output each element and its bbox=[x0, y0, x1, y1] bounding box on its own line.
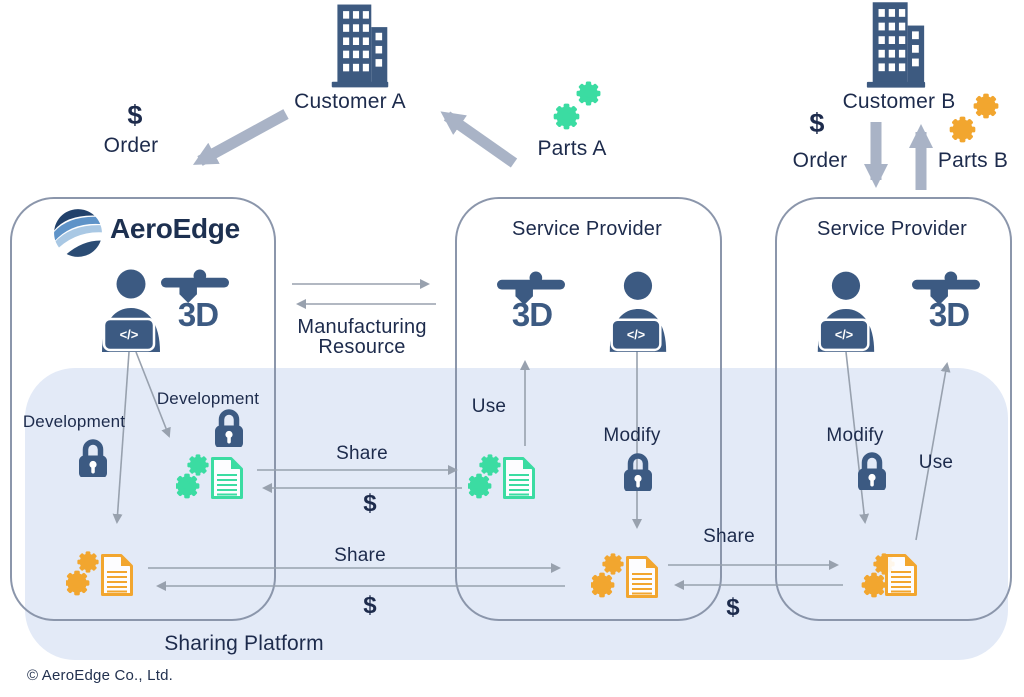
code-glyph: </> bbox=[627, 328, 645, 342]
development-right-label: Development bbox=[156, 389, 260, 408]
manufacturing-resource-label-1: Manufacturing bbox=[297, 316, 427, 338]
orange-design-doc-icon bbox=[591, 553, 658, 598]
parts-a-label: Parts A bbox=[537, 137, 607, 160]
lock-icon bbox=[76, 436, 108, 477]
aeroedge-brand: AeroEdge bbox=[110, 213, 240, 244]
modify-center-label: Modify bbox=[603, 425, 661, 446]
developer-person-icon: </> bbox=[609, 271, 667, 352]
order-b-dollar: $ bbox=[809, 108, 825, 138]
share-right-dollar: $ bbox=[726, 594, 740, 621]
use-center-label: Use bbox=[471, 396, 507, 417]
manufacturing-resource-label-2: Resource bbox=[318, 336, 406, 358]
share-green-label: Share bbox=[336, 443, 388, 464]
share-green-dollar: $ bbox=[363, 490, 377, 517]
order-a-label: Order bbox=[103, 134, 159, 157]
code-glyph: </> bbox=[120, 327, 139, 342]
modify-right-label: Modify bbox=[826, 425, 884, 446]
customer-a-building-icon bbox=[328, 2, 392, 88]
share-right-label: Share bbox=[703, 526, 755, 547]
customer-b-label: Customer B bbox=[842, 90, 956, 113]
sharing-platform-label: Sharing Platform bbox=[164, 632, 324, 655]
development-left-label: Development bbox=[22, 412, 126, 431]
customer-a-label: Customer A bbox=[294, 90, 406, 113]
copyright-text: © AeroEdge Co., Ltd. bbox=[27, 667, 173, 684]
code-glyph: </> bbox=[835, 328, 853, 342]
aeroedge-logo-icon bbox=[52, 207, 104, 259]
modify-right-arrow bbox=[845, 351, 870, 524]
green-design-doc-icon bbox=[468, 454, 535, 499]
service-provider-center-title: Service Provider bbox=[512, 218, 662, 240]
green-design-doc-icon bbox=[176, 454, 243, 499]
development-arrow-to-orange-doc bbox=[112, 351, 130, 524]
service-provider-right-box bbox=[775, 197, 1012, 621]
service-provider-right-title: Service Provider bbox=[817, 218, 967, 240]
use-right-arrow bbox=[915, 362, 951, 541]
printer-3d-label: 3D bbox=[177, 296, 219, 333]
developer-person-icon: </> bbox=[102, 269, 160, 352]
use-right-label: Use bbox=[918, 452, 954, 473]
parts-a-gears-icon bbox=[553, 81, 601, 130]
printer-3d-label: 3D bbox=[928, 296, 970, 333]
orange-design-doc-icon bbox=[66, 551, 133, 596]
developer-person-icon: </> bbox=[817, 271, 875, 352]
service-provider-center-box bbox=[455, 197, 722, 621]
printer-3d-label: 3D bbox=[511, 296, 553, 333]
lock-icon bbox=[621, 450, 653, 491]
parts-b-gears-icon bbox=[949, 93, 999, 143]
share-long-label: Share bbox=[334, 545, 386, 566]
parts-b-label: Parts B bbox=[937, 149, 1009, 172]
share-long-dollar: $ bbox=[363, 592, 377, 619]
customer-b-building-icon bbox=[863, 0, 929, 88]
sharing-platform-area bbox=[25, 368, 1008, 660]
orange-design-doc-icon bbox=[861, 553, 917, 598]
order-a-arrow bbox=[192, 109, 289, 166]
lock-icon bbox=[855, 449, 887, 490]
aeroedge-box bbox=[10, 197, 276, 621]
development-arrow-to-green-doc bbox=[135, 351, 171, 438]
order-b-label: Order bbox=[792, 149, 848, 172]
lock-icon bbox=[212, 406, 244, 447]
order-a-dollar: $ bbox=[127, 100, 143, 130]
parts-a-arrow bbox=[440, 111, 518, 168]
